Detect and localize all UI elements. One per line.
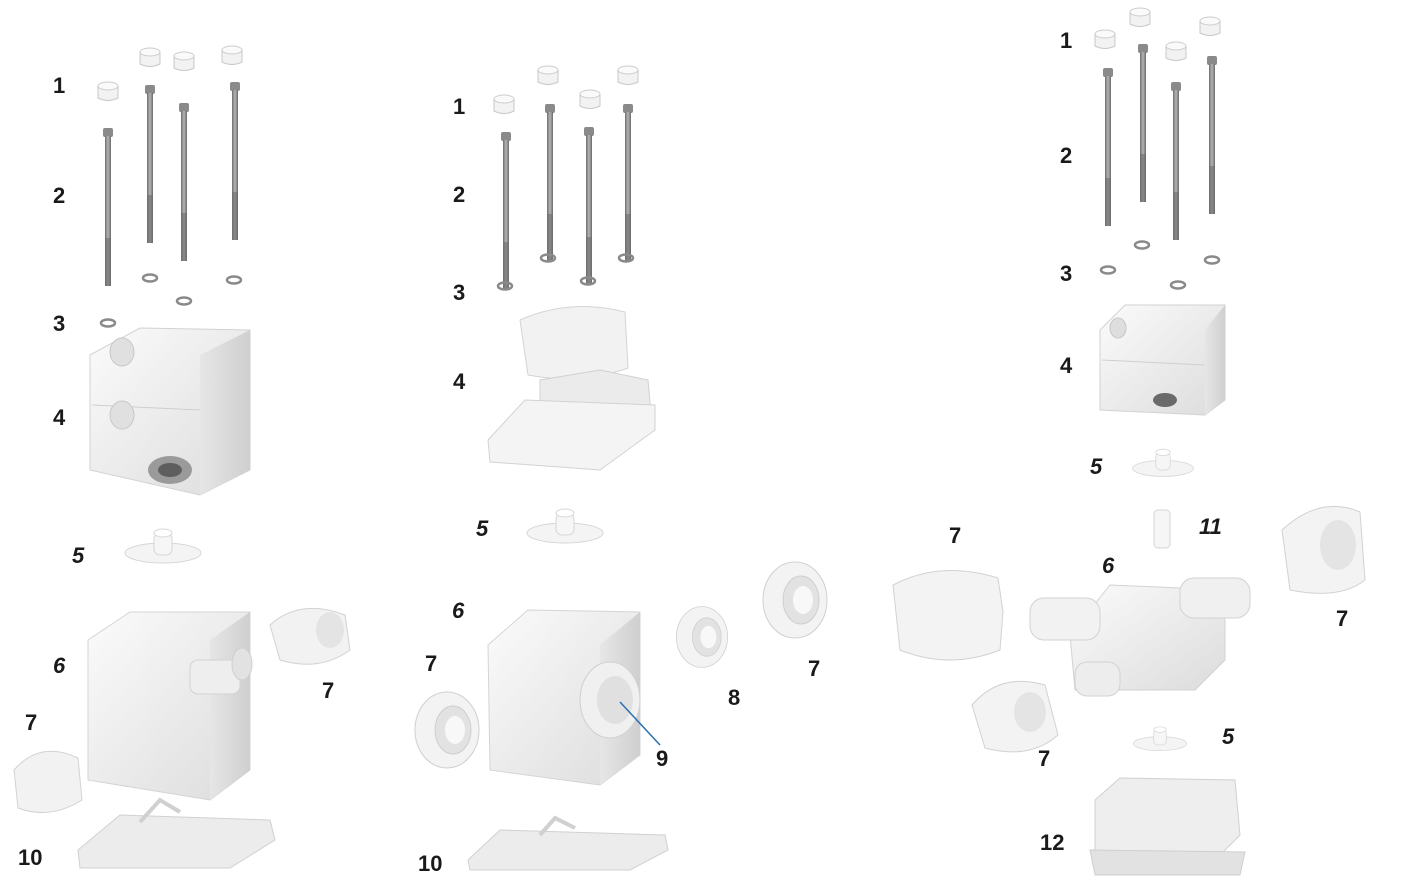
callout-middle-1: 1 — [453, 96, 465, 118]
callout-left-7a: 7 — [322, 680, 334, 702]
callout-middle-3: 3 — [453, 282, 465, 304]
callout-right-4: 4 — [1060, 355, 1072, 377]
callout-left-4: 4 — [53, 407, 65, 429]
right-assembly — [893, 8, 1365, 875]
callout-middle-8: 8 — [728, 687, 740, 709]
callout-right-7b: 7 — [1336, 608, 1348, 630]
callout-right-2: 2 — [1060, 145, 1072, 167]
callout-right-7a: 7 — [949, 525, 961, 547]
callout-middle-5: 5 — [476, 518, 488, 540]
middle-assembly — [415, 66, 827, 870]
callout-left-3: 3 — [53, 313, 65, 335]
callout-left-2: 2 — [53, 185, 65, 207]
callout-middle-2: 2 — [453, 184, 465, 206]
callout-right-5b: 5 — [1222, 726, 1234, 748]
callout-right-11: 11 — [1199, 516, 1222, 538]
callout-right-7c: 7 — [1038, 748, 1050, 770]
callout-right-5a: 5 — [1090, 456, 1102, 478]
callout-middle-4: 4 — [453, 371, 465, 393]
callout-middle-6: 6 — [452, 600, 464, 622]
callout-right-1: 1 — [1060, 30, 1072, 52]
callout-right-12: 12 — [1040, 832, 1064, 854]
callout-left-1: 1 — [53, 75, 65, 97]
callout-middle-10: 10 — [418, 853, 442, 875]
callout-middle-7a: 7 — [425, 653, 437, 675]
callout-middle-9: 9 — [656, 748, 668, 770]
callout-right-6: 6 — [1102, 555, 1114, 577]
callout-left-10: 10 — [18, 847, 42, 869]
callout-left-6: 6 — [53, 655, 65, 677]
callout-left-5: 5 — [72, 545, 84, 567]
callout-right-3: 3 — [1060, 263, 1072, 285]
callout-middle-7b: 7 — [808, 658, 820, 680]
left-assembly — [14, 46, 350, 868]
callout-left-7b: 7 — [25, 712, 37, 734]
